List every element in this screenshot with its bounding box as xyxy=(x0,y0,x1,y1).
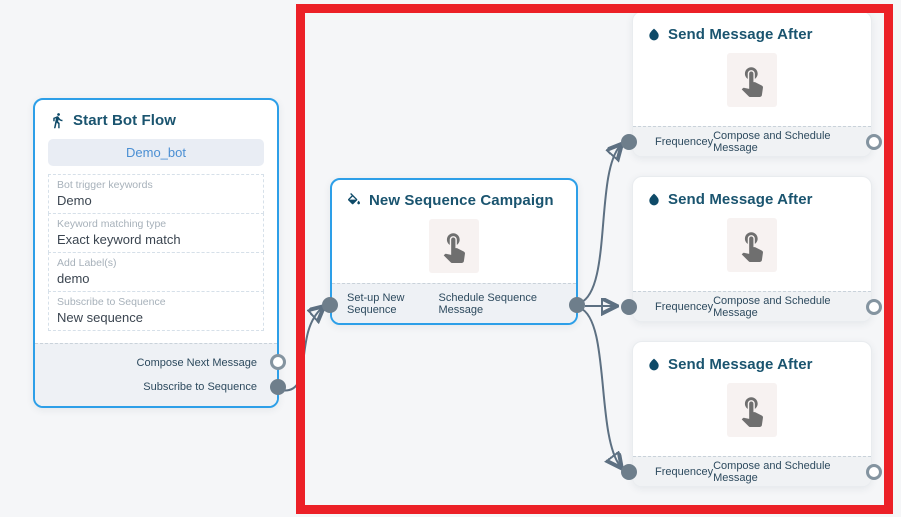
tap-hand-icon[interactable] xyxy=(727,218,777,272)
port-send3-input[interactable] xyxy=(621,464,637,480)
port-label-frequencey: Frequencey xyxy=(655,465,714,478)
send-node-footer: Frequencey Compose and Schedule Message xyxy=(633,291,871,321)
send-message-after-node-1[interactable]: Send Message After Frequencey Compose an… xyxy=(632,11,872,157)
new-sequence-campaign-node[interactable]: New Sequence Campaign Set-up New Sequenc… xyxy=(330,178,578,325)
field-bot-trigger-keywords[interactable]: Bot trigger keywords Demo xyxy=(48,174,264,214)
port-sequence-output[interactable] xyxy=(569,297,585,313)
field-label: Add Label(s) xyxy=(57,257,117,269)
field-label: Subscribe to Sequence xyxy=(57,296,166,308)
edge-sequence-to-send-1[interactable] xyxy=(579,146,620,304)
port-label-frequencey: Frequencey xyxy=(655,300,714,313)
port-compose-next-message[interactable] xyxy=(270,354,286,370)
send-node-title: Send Message After xyxy=(668,356,813,373)
port-label-subscribe-to-sequence: Subscribe to Sequence xyxy=(143,381,257,393)
send-message-after-node-2[interactable]: Send Message After Frequencey Compose an… xyxy=(632,176,872,322)
port-label-schedule-sequence-message: Schedule Sequence Message xyxy=(438,291,537,316)
tap-hand-icon[interactable] xyxy=(727,383,777,437)
port-send1-output[interactable] xyxy=(866,134,882,150)
port-subscribe-to-sequence[interactable] xyxy=(270,379,286,395)
edge-subscribe-to-sequence[interactable] xyxy=(279,308,322,392)
start-node-footer: Compose Next Message Subscribe to Sequen… xyxy=(35,343,277,406)
start-node-header: Start Bot Flow xyxy=(35,100,277,137)
send-node-title: Send Message After xyxy=(668,191,813,208)
port-send3-output[interactable] xyxy=(866,464,882,480)
port-label-compose-and-schedule-message: Compose and Schedule Message xyxy=(713,294,831,319)
water-drop-icon xyxy=(647,27,661,42)
tap-hand-icon[interactable] xyxy=(727,53,777,107)
port-label-compose-and-schedule-message: Compose and Schedule Message xyxy=(713,459,831,484)
port-send2-output[interactable] xyxy=(866,299,882,315)
field-label: Keyword matching type xyxy=(57,218,167,230)
field-value: demo xyxy=(57,271,90,286)
port-label-setup-new-sequence: Set-up New Sequence xyxy=(347,291,405,316)
water-drop-icon xyxy=(647,192,661,207)
start-bot-flow-node[interactable]: Start Bot Flow Demo_bot Bot trigger keyw… xyxy=(33,98,279,408)
port-label-frequencey: Frequencey xyxy=(655,135,714,148)
send-node-header: Send Message After xyxy=(633,342,871,381)
field-keyword-matching-type[interactable]: Keyword matching type Exact keyword matc… xyxy=(48,213,264,253)
port-send2-input[interactable] xyxy=(621,299,637,315)
bot-name-button[interactable]: Demo_bot xyxy=(48,139,264,166)
start-node-fields: Bot trigger keywords Demo Keyword matchi… xyxy=(48,174,264,331)
start-node-title: Start Bot Flow xyxy=(73,112,177,129)
field-label: Bot trigger keywords xyxy=(57,179,153,191)
field-value: New sequence xyxy=(57,310,143,325)
port-label-compose-and-schedule-message: Compose and Schedule Message xyxy=(713,129,831,154)
sequence-node-footer: Set-up New Sequence Schedule Sequence Me… xyxy=(332,283,576,323)
field-add-labels[interactable]: Add Label(s) demo xyxy=(48,252,264,292)
send-node-title: Send Message After xyxy=(668,26,813,43)
fill-bucket-icon xyxy=(346,192,362,209)
port-send1-input[interactable] xyxy=(621,134,637,150)
port-sequence-input[interactable] xyxy=(322,297,338,313)
edge-sequence-to-send-3[interactable] xyxy=(579,307,620,466)
sequence-node-title: New Sequence Campaign xyxy=(369,192,554,209)
water-drop-icon xyxy=(647,357,661,372)
port-label-compose-next-message: Compose Next Message xyxy=(136,357,257,369)
field-subscribe-to-sequence[interactable]: Subscribe to Sequence New sequence xyxy=(48,291,264,331)
send-node-footer: Frequencey Compose and Schedule Message xyxy=(633,126,871,156)
send-node-header: Send Message After xyxy=(633,12,871,51)
field-value: Exact keyword match xyxy=(57,232,181,247)
tap-hand-icon[interactable] xyxy=(429,219,479,273)
send-node-header: Send Message After xyxy=(633,177,871,216)
send-node-footer: Frequencey Compose and Schedule Message xyxy=(633,456,871,486)
send-message-after-node-3[interactable]: Send Message After Frequencey Compose an… xyxy=(632,341,872,487)
walking-person-icon xyxy=(49,112,66,129)
sequence-node-header: New Sequence Campaign xyxy=(332,180,576,217)
field-value: Demo xyxy=(57,193,92,208)
